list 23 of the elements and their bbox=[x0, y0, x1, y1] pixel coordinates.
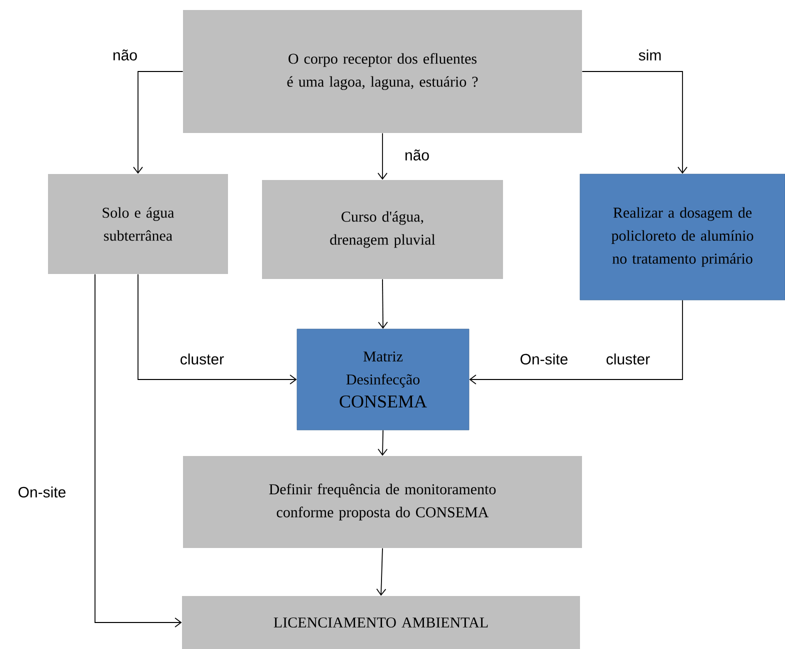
edge-label: não bbox=[111, 48, 139, 62]
process-box: LICENCIAMENTO AMBIENTAL bbox=[182, 596, 580, 649]
arrow bbox=[582, 71, 688, 174]
arrow bbox=[133, 71, 184, 174]
flow-label: On-site bbox=[518, 352, 570, 366]
arrow bbox=[94, 274, 182, 628]
process-box: Curso d'água, drenagem pluvial bbox=[262, 180, 503, 279]
edge-label: On-site bbox=[16, 486, 68, 499]
edge-label: sim bbox=[637, 48, 663, 62]
highlight-box: Realizar a dosagem de policloreto de alumínio no tratamento primário bbox=[580, 174, 785, 300]
arrow bbox=[469, 300, 683, 384]
edge-label: cluster bbox=[178, 352, 226, 366]
process-box: O corpo receptor dos efluentes é uma lagoa, laguna, estuário ? bbox=[183, 10, 582, 133]
arrow bbox=[378, 278, 388, 329]
process-box: Solo e água subterrânea bbox=[48, 174, 228, 274]
arrow bbox=[378, 132, 388, 180]
arrow bbox=[138, 274, 297, 384]
highlight-box: Matriz Desinfecção CONSEMA bbox=[296, 328, 470, 430]
edge-label: não bbox=[404, 148, 431, 162]
edge-label: cluster bbox=[604, 352, 652, 366]
process-box: Definir frequência de monitoramento conforme proposta do CONSEMA bbox=[183, 456, 582, 548]
arrow bbox=[376, 548, 386, 596]
arrow bbox=[378, 430, 388, 456]
